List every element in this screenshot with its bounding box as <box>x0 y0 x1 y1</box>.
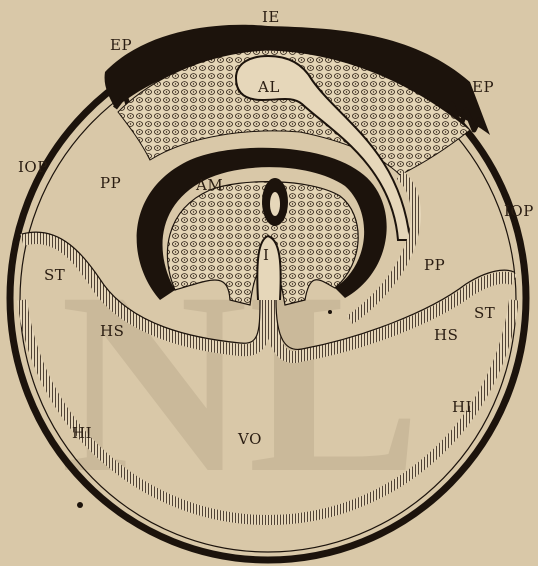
label-hs-right: HS <box>434 326 458 344</box>
speck <box>77 502 83 508</box>
label-hi-right: HI <box>452 398 472 416</box>
label-iop-left: IOP <box>18 158 48 176</box>
label-st-right: ST <box>474 304 495 322</box>
label-st-left: ST <box>44 266 65 284</box>
label-hs-left: HS <box>100 322 124 340</box>
label-ep-right: EP <box>472 78 494 96</box>
label-pp-left: PP <box>100 174 121 192</box>
label-iop-right: IOP <box>504 202 534 220</box>
speck <box>328 310 332 314</box>
label-am: AM <box>195 176 223 194</box>
label-al: AL <box>257 78 280 96</box>
label-hi-left: HI <box>72 424 92 442</box>
label-pp-right: PP <box>424 256 445 274</box>
label-ie: IE <box>262 8 280 26</box>
label-i: I <box>263 246 269 264</box>
label-vo: VO <box>237 430 262 448</box>
neural-canal <box>270 192 280 216</box>
label-ep-left: EP <box>110 36 132 54</box>
